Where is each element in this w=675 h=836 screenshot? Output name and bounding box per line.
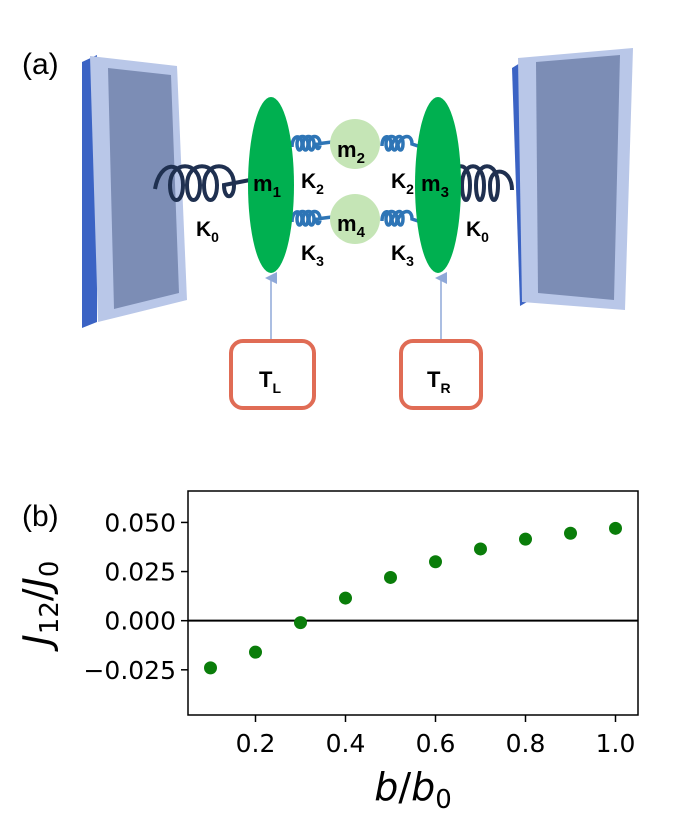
left-wall [82,55,187,328]
data-points [204,521,622,675]
data-point [294,616,307,630]
x-tick-label: 0.8 [506,729,546,758]
data-point [384,570,397,584]
label-bath-left: TL [259,367,281,396]
x-axis-label: b/b0 [374,765,452,815]
x-tick-label: 0.4 [326,729,366,758]
label-k0-left: K0 [196,218,219,245]
label-k2-right: K2 [391,170,414,197]
mass-m4 [330,194,380,244]
x-tick-label: 1.0 [596,729,636,758]
x-axis-ticks: 0.2 0.4 0.6 0.8 1.0 [236,715,636,758]
data-point [474,542,487,556]
data-point [609,521,622,535]
label-k2-left: K2 [301,170,324,197]
y-tick-label: −0.025 [83,656,176,685]
spring-k0-right [450,164,514,202]
y-axis-ticks: −0.025 0.000 0.025 0.050 [83,508,188,685]
mass-m3 [415,97,461,273]
y-tick-label: 0.025 [104,558,176,587]
y-tick-label: 0.050 [104,508,176,537]
x-tick-label: 0.6 [416,729,456,758]
y-axis-label: J12/J0 [15,561,65,653]
data-point [519,532,532,546]
data-point [204,661,217,675]
right-wall [512,48,633,310]
data-point [339,591,352,605]
data-point [564,526,577,540]
label-k3-right: K3 [391,242,414,269]
mass-m1 [248,97,294,273]
label-k3-left: K3 [301,242,324,269]
plot-frame [187,490,639,716]
panel-a-label: (a) [22,48,59,81]
bath-left [229,339,316,410]
y-tick-label: 0.000 [104,607,176,636]
mass-m2 [330,119,380,169]
label-m3: m3 [421,171,449,201]
label-k0-right: K0 [466,218,489,245]
label-bath-right: TR [427,367,451,396]
label-m2: m2 [337,137,365,167]
panel-b-label: (b) [22,500,59,533]
x-tick-label: 0.2 [236,729,276,758]
data-point [249,645,262,659]
label-m4: m4 [337,211,366,241]
data-point [429,555,442,569]
bath-right [399,339,483,410]
inner-springs [290,134,419,227]
label-m1: m1 [253,171,281,201]
spring-k0-left [153,164,251,202]
